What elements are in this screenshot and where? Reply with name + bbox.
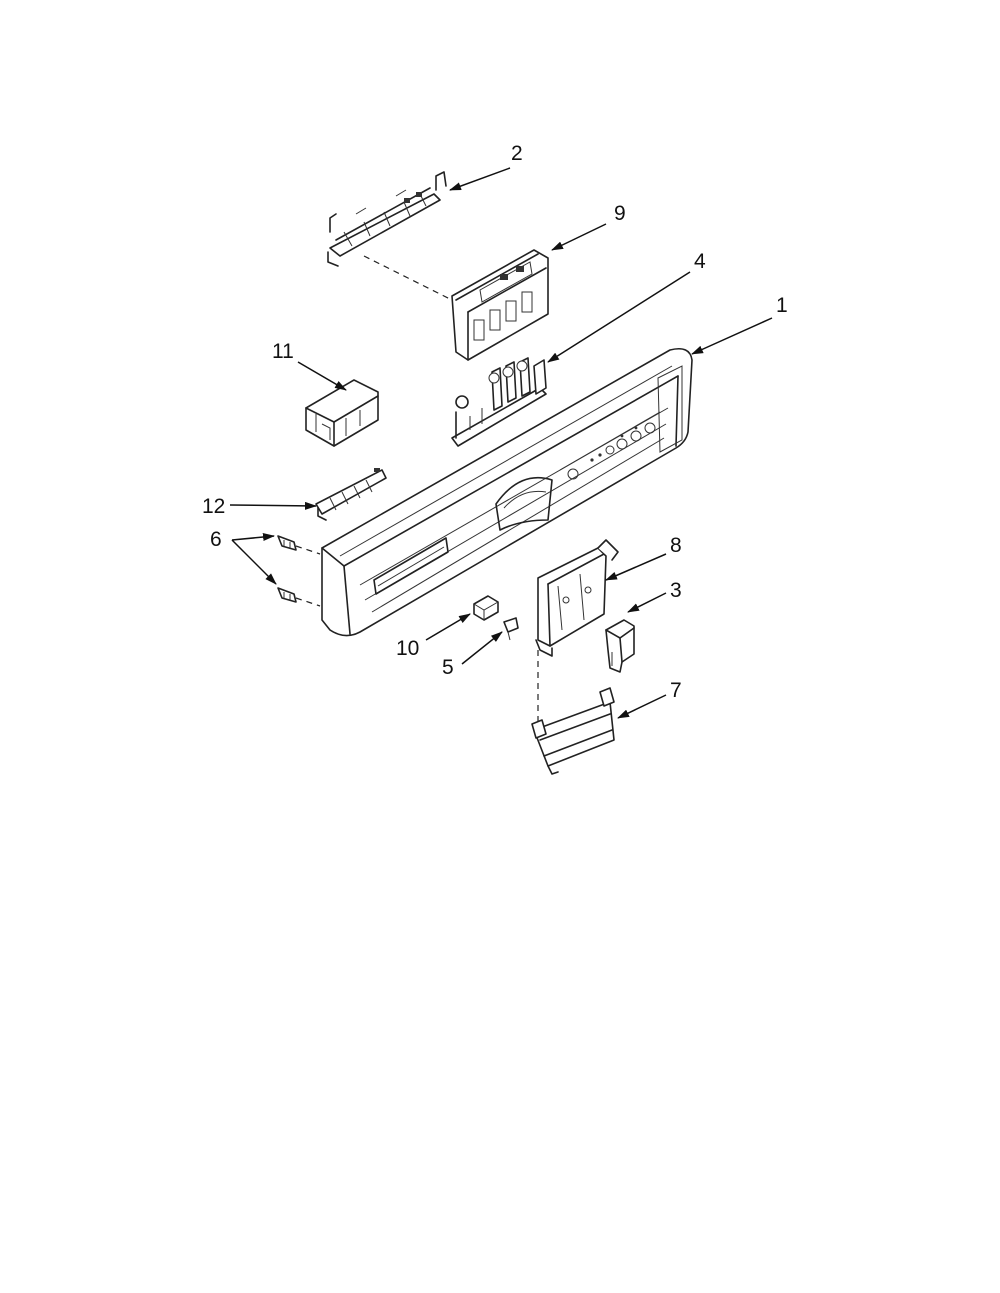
leader-2 — [449, 167, 511, 191]
callout-9: 9 — [614, 202, 626, 225]
leader-6a — [231, 533, 275, 542]
part-8-bracket — [535, 539, 619, 657]
leader-6b — [231, 539, 277, 585]
part-3-latch — [605, 619, 635, 673]
leader-10 — [425, 613, 471, 641]
part-12-switch — [315, 468, 387, 521]
part-10-connector — [473, 595, 499, 621]
callout-12: 12 — [202, 495, 225, 518]
callout-labels: 2 9 4 1 11 12 6 8 3 10 5 7 — [202, 142, 788, 702]
part-9-control-board — [451, 249, 549, 361]
part-11-housing — [305, 379, 379, 447]
part-2-harness-bracket — [327, 171, 447, 267]
callout-10: 10 — [396, 637, 419, 660]
callout-1: 1 — [776, 294, 788, 317]
leader-9 — [551, 223, 607, 251]
part-1-console-panel — [321, 347, 693, 637]
leader-lines — [229, 167, 773, 719]
callout-11: 11 — [272, 340, 294, 363]
leader-5 — [461, 631, 503, 665]
callout-2: 2 — [511, 142, 523, 165]
leader-3 — [627, 592, 667, 613]
part-7-lower-bracket — [531, 687, 615, 775]
callout-6: 6 — [210, 528, 222, 551]
leader-1 — [691, 317, 773, 355]
callout-3: 3 — [670, 579, 682, 602]
callout-7: 7 — [670, 679, 682, 702]
leader-8 — [605, 553, 667, 581]
leader-7 — [617, 694, 667, 719]
link-2-to-9 — [363, 255, 453, 301]
leader-12 — [229, 501, 317, 510]
part-6-screws — [277, 535, 321, 607]
callout-8: 8 — [670, 534, 682, 557]
callout-5: 5 — [442, 656, 454, 679]
callout-4: 4 — [694, 250, 706, 273]
leader-11 — [297, 361, 347, 391]
part-5-screw — [503, 617, 519, 641]
part-4-switch-assembly — [451, 357, 547, 447]
leader-4 — [547, 271, 691, 363]
